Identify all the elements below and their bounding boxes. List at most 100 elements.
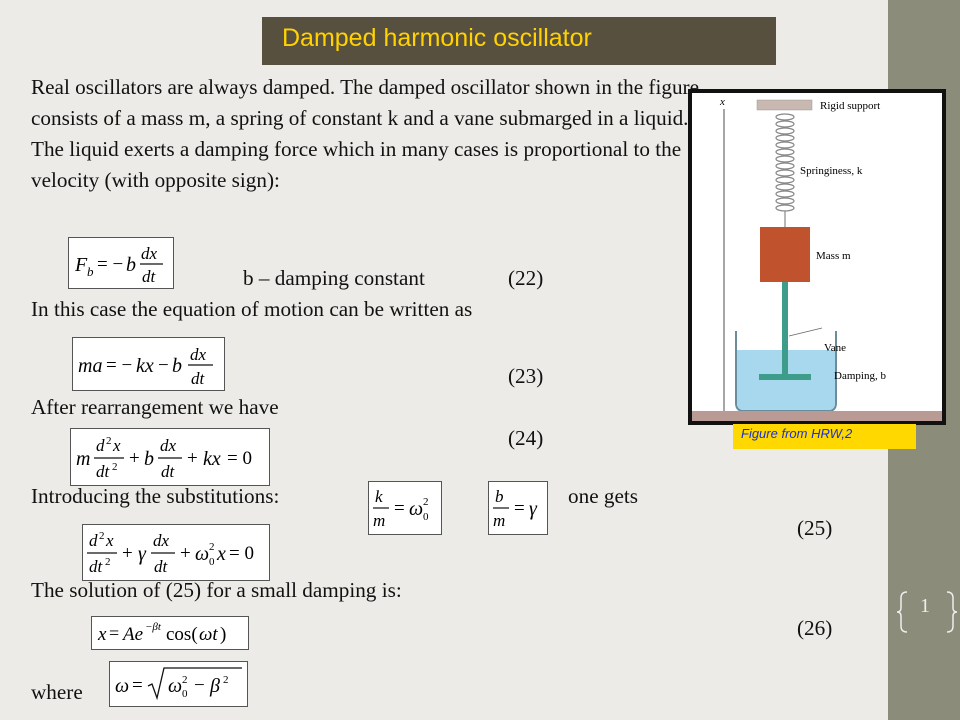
damping-constant-text: b – damping constant [243,266,425,290]
svg-text:+: + [187,448,198,469]
svg-text:d: d [96,436,105,455]
svg-text:= 0: = 0 [227,448,252,469]
eq26-number: (26) [797,616,833,640]
svg-text:ω: ω [115,675,129,697]
spring [775,113,795,227]
page-number-brackets [897,591,957,633]
substitution-omega0: k m = ω 0 2 [368,481,442,535]
svg-text:dx: dx [160,436,177,455]
svg-text:−βt: −βt [145,621,162,633]
oscillator-figure: x Rigid support Springiness, k Mass m [688,89,946,425]
svg-text:): ) [220,624,226,645]
svg-text:γ: γ [138,543,147,565]
where-text: where [31,680,83,704]
svg-text:ma: ma [78,355,102,377]
label-damping: Damping, b [834,370,886,382]
svg-text:2: 2 [423,496,429,508]
svg-text:2: 2 [99,530,105,542]
svg-text:dt: dt [96,462,111,481]
svg-text:0: 0 [423,511,429,523]
figure-axis-label: x [719,96,725,108]
svg-text:=: = [394,498,405,519]
eq23-number: (23) [508,364,544,388]
rearrangement-line: After rearrangement we have [31,395,279,419]
svg-text:dx: dx [141,244,158,263]
svg-text:dt: dt [142,267,157,286]
substitutions-line: Introducing the substitutions: [31,484,280,508]
svg-text:x: x [97,624,107,645]
rigid-support [756,99,813,111]
floor [692,411,942,421]
svg-text:m: m [373,511,385,530]
svg-text:b: b [144,448,154,470]
svg-text:ω: ω [195,543,209,565]
svg-text:x: x [112,436,121,455]
svg-text:x: x [216,543,226,565]
svg-text:ω: ω [409,498,423,520]
svg-text:+: + [122,543,133,564]
svg-text:= −: = − [97,254,123,275]
svg-text:+: + [129,448,140,469]
motion-line: In this case the equation of motion can … [31,297,473,321]
eq24-number: (24) [508,426,544,450]
svg-text:b: b [495,487,504,506]
eq25-number: (25) [797,516,833,540]
svg-text:dt: dt [191,369,206,388]
label-vane: Vane [824,342,846,354]
equation-omega: ω = ω 0 2 − β 2 [109,661,248,707]
svg-text:ω: ω [168,675,182,697]
svg-text:+: + [180,543,191,564]
equation-of-motion: ma = − kx − b dx dt [72,337,225,391]
svg-text:2: 2 [112,461,118,473]
svg-text:= −: = − [106,355,132,376]
one-gets-text: one gets [568,484,639,508]
eq22-number: (22) [508,266,544,290]
intro-paragraph: Real oscillators are always damped. The … [31,75,699,192]
svg-text:m: m [493,511,505,530]
svg-text:F: F [74,254,88,276]
figure-caption-text: Figure from HRW,2 [741,426,853,441]
svg-text:=: = [132,675,143,696]
label-mass: Mass m [816,250,851,262]
svg-text:k: k [375,487,383,506]
slide-title: Damped harmonic oscillator [282,24,592,52]
svg-text:γ: γ [529,498,538,520]
label-springiness: Springiness, k [800,165,863,177]
svg-text:kx: kx [136,355,154,377]
svg-text:−: − [194,675,205,696]
svg-text:dt: dt [161,462,176,481]
vane-plate [759,374,811,380]
svg-text:m: m [76,448,90,470]
svg-text:Ae: Ae [121,624,143,645]
svg-text:dt: dt [89,557,104,576]
svg-text:0: 0 [182,688,188,700]
svg-text:2: 2 [105,556,111,568]
equation-rearranged: m d 2 x dt 2 + b dx dt + kx = 0 [70,428,270,486]
figure-caption: Figure from HRW,2 [733,424,916,449]
label-rigid-support: Rigid support [820,100,880,112]
svg-text:2: 2 [106,435,112,447]
svg-text:dx: dx [153,531,170,550]
equation-solution: x = Ae −βt cos( ωt ) [91,616,249,650]
vane-rod [782,282,788,376]
svg-text:b: b [126,254,136,276]
title-bar [262,17,776,65]
svg-text:dt: dt [154,557,169,576]
svg-text:2: 2 [223,674,229,686]
svg-text:x: x [105,531,114,550]
mass-block [760,227,810,282]
equation-damping-force: F b = − b dx dt [68,237,174,289]
solution-line: The solution of (25) for a small damping… [31,578,402,602]
svg-text:= 0: = 0 [229,543,254,564]
svg-text:cos(: cos( [166,624,198,645]
page-number: 1 [920,595,930,617]
svg-text:ωt: ωt [199,624,218,645]
svg-text:=: = [109,623,119,643]
svg-text:kx: kx [203,448,221,470]
equation-standard-form: d 2 x dt 2 + γ dx dt + ω 0 2 x = 0 [82,524,270,581]
svg-text:b: b [172,355,182,377]
svg-text:2: 2 [182,674,188,686]
svg-text:−: − [158,355,169,376]
svg-text:0: 0 [209,556,215,568]
svg-text:d: d [89,531,98,550]
